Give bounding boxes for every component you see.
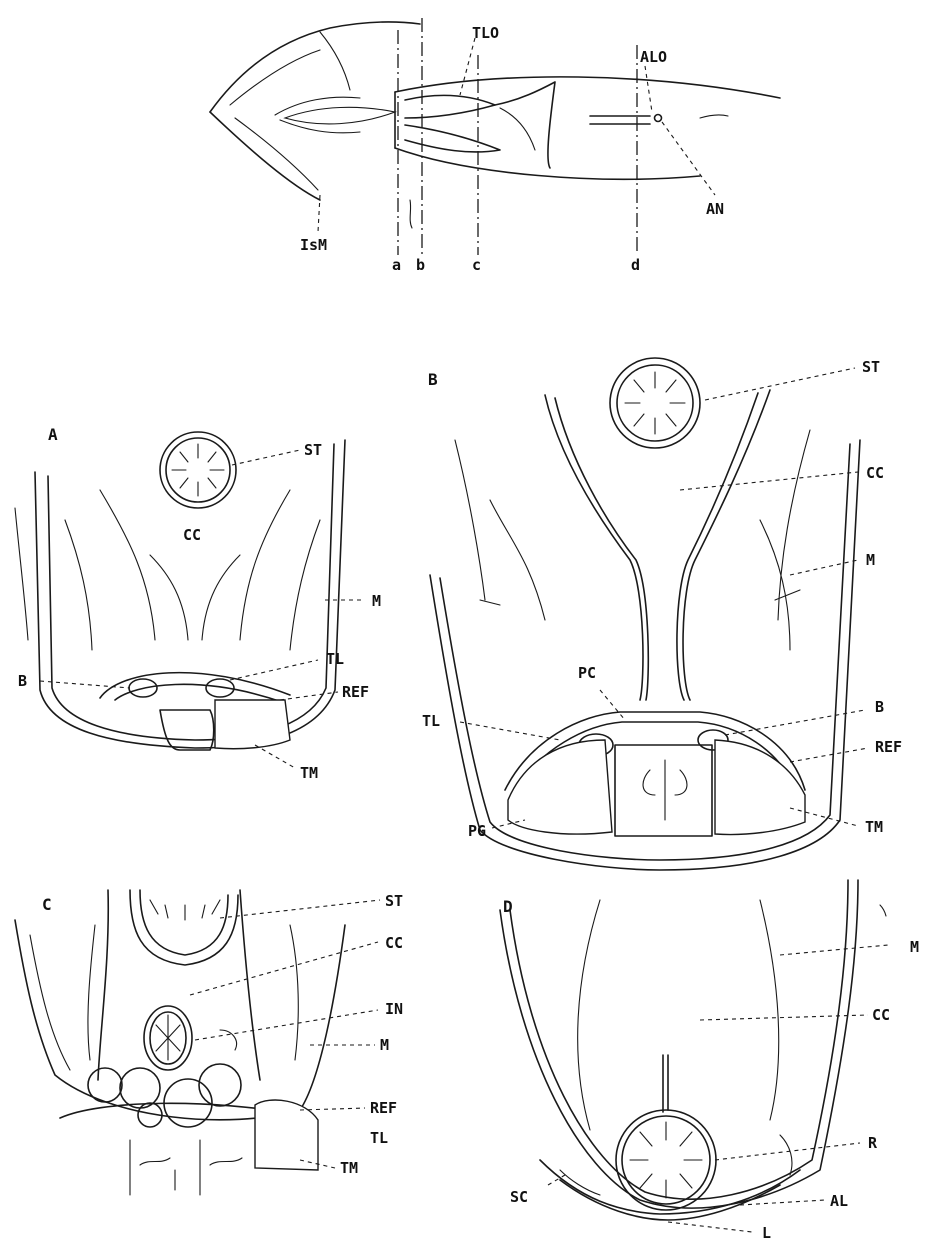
panel-b-label-m: M <box>866 551 875 569</box>
panel-d-label-sc: SC <box>510 1188 528 1206</box>
panel-c-label-ref: REF <box>370 1099 397 1117</box>
panel-a-drawing <box>15 432 365 768</box>
panel-b-drawing <box>430 358 868 870</box>
panel-c-drawing <box>15 890 380 1195</box>
panel-b-label-ref: REF <box>875 738 902 756</box>
panel-d-label-cc: CC <box>872 1006 890 1024</box>
panel-c-label-tm: TM <box>340 1159 358 1177</box>
panel-b-label-st: ST <box>862 358 880 376</box>
panel-d-label-r: R <box>868 1134 878 1152</box>
panel-b-label-pc: PC <box>578 664 596 682</box>
panel-b-letter: B <box>428 370 438 389</box>
panel-c-letter: C <box>42 895 52 914</box>
panel-a-label-m: M <box>372 592 381 610</box>
label-alo: ALO <box>640 48 667 66</box>
panel-b-label-tl: TL <box>422 712 440 730</box>
panel-c-label-in: IN <box>385 1000 403 1018</box>
panel-c-label-m: M <box>380 1036 389 1054</box>
panel-b-label-pg: PG <box>468 822 486 840</box>
panel-c-label-tl: TL <box>370 1129 388 1147</box>
panel-d-label-l: L <box>762 1224 771 1242</box>
panel-d-labels: D M CC R SC AL L <box>503 897 919 1242</box>
label-an: AN <box>706 200 724 218</box>
panel-a-label-tl: TL <box>326 650 344 668</box>
panel-b-labels: B ST CC M PC TL B REF PG TM <box>422 358 902 840</box>
panel-a-label-ref: REF <box>342 683 369 701</box>
section-label-a: a <box>392 256 401 274</box>
panel-d-label-m: M <box>910 938 919 956</box>
label-ism: IsM <box>300 236 327 254</box>
overview-drawing <box>210 18 780 255</box>
panel-a-label-st: ST <box>304 441 322 459</box>
panel-d-label-al: AL <box>830 1192 848 1210</box>
label-tlo: TLO <box>472 24 499 42</box>
panel-d-drawing <box>500 880 888 1232</box>
section-label-d: d <box>631 256 640 274</box>
panel-b-label-tm: TM <box>865 818 883 836</box>
panel-c-labels: C ST CC IN M REF TL TM <box>42 892 403 1177</box>
section-label-b: b <box>416 256 425 274</box>
panel-a-label-b: B <box>18 672 27 690</box>
overview-labels: TLO ALO AN IsM a b c d <box>300 24 724 274</box>
section-label-c: c <box>472 256 481 274</box>
panel-b-label-cc: CC <box>866 464 884 482</box>
panel-a-label-tm: TM <box>300 764 318 782</box>
panel-c-label-st: ST <box>385 892 403 910</box>
panel-a-label-cc: CC <box>183 526 201 544</box>
panel-c-label-cc: CC <box>385 934 403 952</box>
panel-a-labels: A ST CC M B TL REF TM <box>18 425 381 782</box>
panel-d-letter: D <box>503 897 513 916</box>
panel-a-letter: A <box>48 425 58 444</box>
panel-b-label-b: B <box>875 698 884 716</box>
